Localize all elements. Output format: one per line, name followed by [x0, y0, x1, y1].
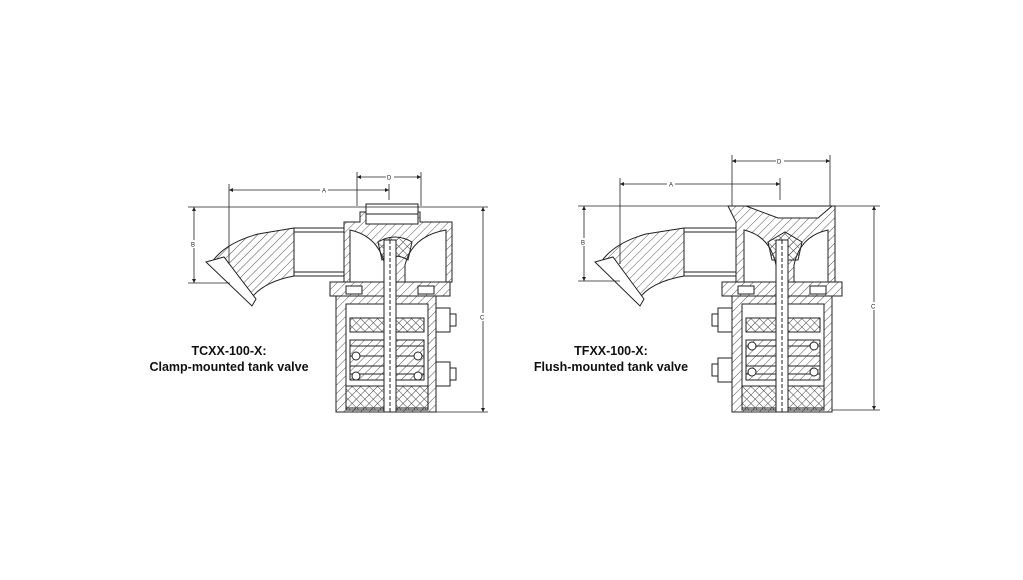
dim-d-label: D: [777, 160, 782, 166]
model-description: Flush-mounted tank valve: [533, 360, 689, 374]
dim-a-label: A: [322, 189, 326, 195]
side-port-lower: [435, 361, 451, 387]
model-description: Clamp-mounted tank valve: [149, 360, 309, 374]
dimension-labels-valve-1: A D B C: [189, 173, 487, 322]
dim-d-label: D: [387, 176, 392, 182]
dim-b-label: B: [191, 243, 195, 249]
side-port-lower: [717, 357, 733, 383]
dim-b-label: B: [581, 241, 585, 247]
dim-c-label: C: [871, 305, 876, 311]
model-code: TFXX-100-X:: [574, 344, 648, 358]
model-code: TCXX-100-X:: [191, 344, 267, 358]
caption-valve-1: TCXX-100-X: Clamp-mounted tank valve: [140, 343, 318, 375]
side-port-upper: [435, 307, 451, 333]
side-port-upper: [717, 307, 733, 333]
caption-valve-2: TFXX-100-X: Flush-mounted tank valve: [525, 343, 697, 375]
dimension-labels-valve-2: A D B C: [579, 157, 878, 311]
dim-c-label: C: [480, 316, 485, 322]
dimensions-valve-1: [188, 172, 488, 413]
dim-a-label: A: [669, 183, 673, 189]
valve-clamp-mounted: [205, 203, 457, 413]
valve-flush-mounted: [594, 205, 843, 413]
